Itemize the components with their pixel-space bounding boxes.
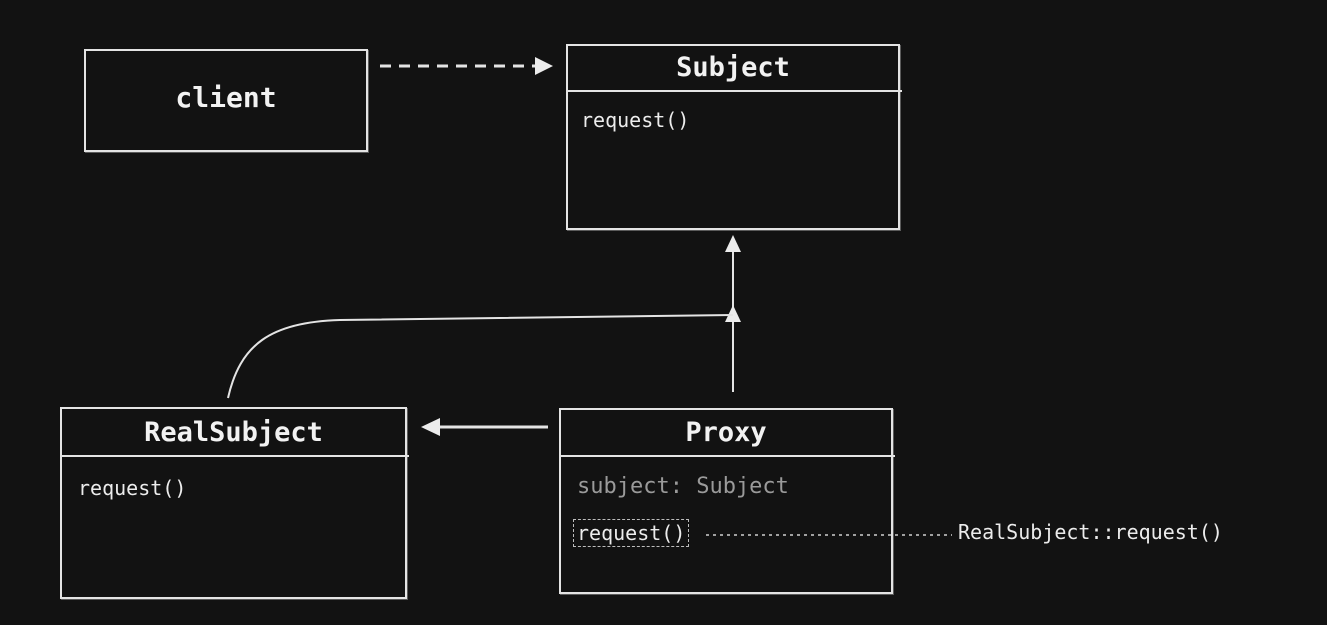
proxy-inheritance-arrowhead (725, 305, 741, 322)
proxy-class-title: Proxy (685, 417, 767, 448)
realsubject-request-method: request() (78, 476, 187, 500)
realsubject-subject-generalization-curve (227, 314, 734, 399)
client-label: client (175, 81, 277, 114)
subject-inheritance-arrowhead (725, 235, 741, 252)
proxy-class-box: Proxy subject: Subject request() (559, 408, 895, 594)
realsubject-class-title: RealSubject (144, 417, 323, 448)
proxy-subject-field: subject: Subject (577, 474, 789, 499)
subject-request-method: request() (581, 108, 690, 132)
realsubject-class-box: RealSubject request() (60, 407, 409, 599)
client-subject-arrowhead (535, 57, 553, 75)
proxy-request-method: request() (573, 519, 690, 547)
realsubject-class-divider (60, 455, 409, 457)
client-box: client (84, 49, 368, 152)
realsubject-request-note: RealSubject::request() (958, 520, 1223, 544)
proxy-realsubject-arrowhead (421, 418, 440, 436)
subject-class-title: Subject (676, 52, 790, 83)
subject-class-box: Subject request() (566, 44, 902, 230)
proxy-class-divider (559, 455, 895, 457)
subject-class-divider (566, 90, 902, 92)
